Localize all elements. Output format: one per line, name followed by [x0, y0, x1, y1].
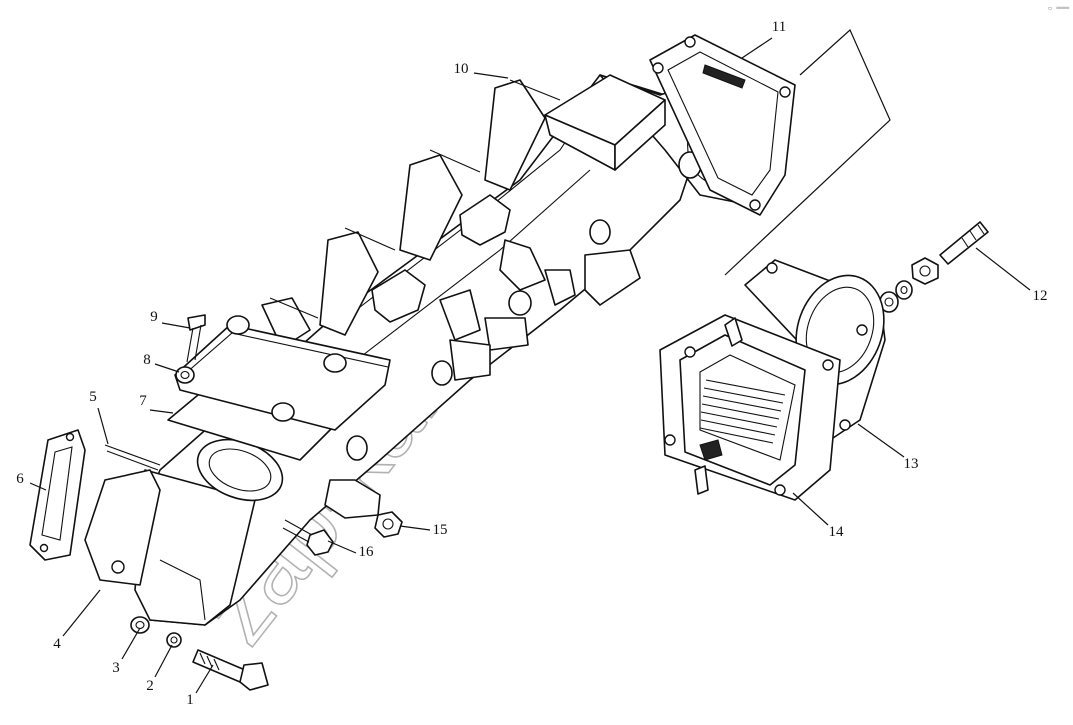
callout-number-13: 13: [904, 456, 919, 472]
callout-number-6: 6: [16, 471, 24, 487]
callout-leader-2: [154, 644, 173, 678]
assembly-bracket-lines: [724, 29, 891, 276]
callout-number-4: 4: [53, 636, 61, 652]
washers-12: [879, 280, 913, 313]
nut-16: [282, 519, 334, 556]
nut-15: [374, 511, 403, 538]
bolt-1: [192, 649, 269, 691]
nut-12: [911, 257, 939, 285]
callout-number-10: 10: [454, 61, 469, 77]
callout-number-11: 11: [772, 19, 786, 35]
corner-mark: ▫ ═══: [1048, 4, 1070, 12]
outlet-flange-gasket-11: [649, 34, 796, 216]
callout-leader-3: [121, 627, 141, 660]
stud-12: [939, 221, 989, 265]
valve-housing-14: [659, 314, 841, 501]
callout-leader-6: [29, 482, 47, 491]
callout-leader-11: [741, 37, 773, 59]
callout-leader-4: [62, 589, 101, 637]
callout-number-15: 15: [433, 522, 448, 538]
callout-number-9: 9: [150, 309, 158, 325]
callout-number-8: 8: [143, 352, 151, 368]
callout-leader-14: [792, 492, 829, 526]
washer-3: [130, 616, 150, 634]
callout-number-7: 7: [139, 393, 147, 409]
callout-leader-7: [149, 409, 174, 414]
exhaust-manifold: [134, 74, 786, 626]
callout-number-2: 2: [146, 678, 154, 694]
callout-number-12: 12: [1033, 288, 1048, 304]
callout-leader-13: [857, 423, 905, 458]
washer-2: [166, 632, 182, 648]
callout-leader-8: [154, 363, 180, 373]
callout-number-3: 3: [112, 660, 120, 676]
callout-number-14: 14: [829, 524, 845, 540]
inlet-flange-4: [84, 469, 161, 586]
callout-leader-9: [161, 322, 191, 329]
callout-number-5: 5: [89, 389, 97, 405]
callout-leader-15: [399, 525, 431, 531]
callout-leader-5: [97, 407, 109, 445]
cover-plate-8: [174, 315, 391, 431]
inlet-gasket-6: [29, 429, 86, 561]
callout-leader-10: [473, 72, 509, 79]
callout-number-16: 16: [359, 544, 375, 560]
bolt-9: [186, 314, 206, 363]
stud-5: [104, 444, 161, 471]
callout-number-1: 1: [186, 692, 194, 708]
cylinder-mounting-flanges: [261, 79, 561, 349]
callout-leader-1: [195, 664, 214, 694]
callout-leader-16: [327, 540, 357, 554]
callout-leader-12: [975, 247, 1031, 291]
